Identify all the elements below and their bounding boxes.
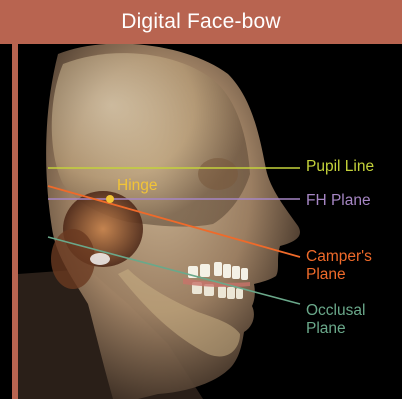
fh-plane-label: FH Plane [306, 192, 371, 210]
orbit [198, 158, 238, 190]
mastoid [51, 229, 95, 289]
title-bar: Digital Face-bow [0, 0, 402, 44]
page-title: Digital Face-bow [121, 10, 281, 34]
highlight [90, 253, 110, 265]
pupil-line-label: Pupil Line [306, 158, 374, 176]
hinge-point [106, 195, 114, 203]
hinge-label: Hinge [117, 177, 158, 195]
occlusal-plane-label: Occlusal Plane [306, 302, 365, 338]
campers-plane-label: Camper's Plane [306, 248, 372, 284]
head-scan-render [18, 44, 402, 399]
